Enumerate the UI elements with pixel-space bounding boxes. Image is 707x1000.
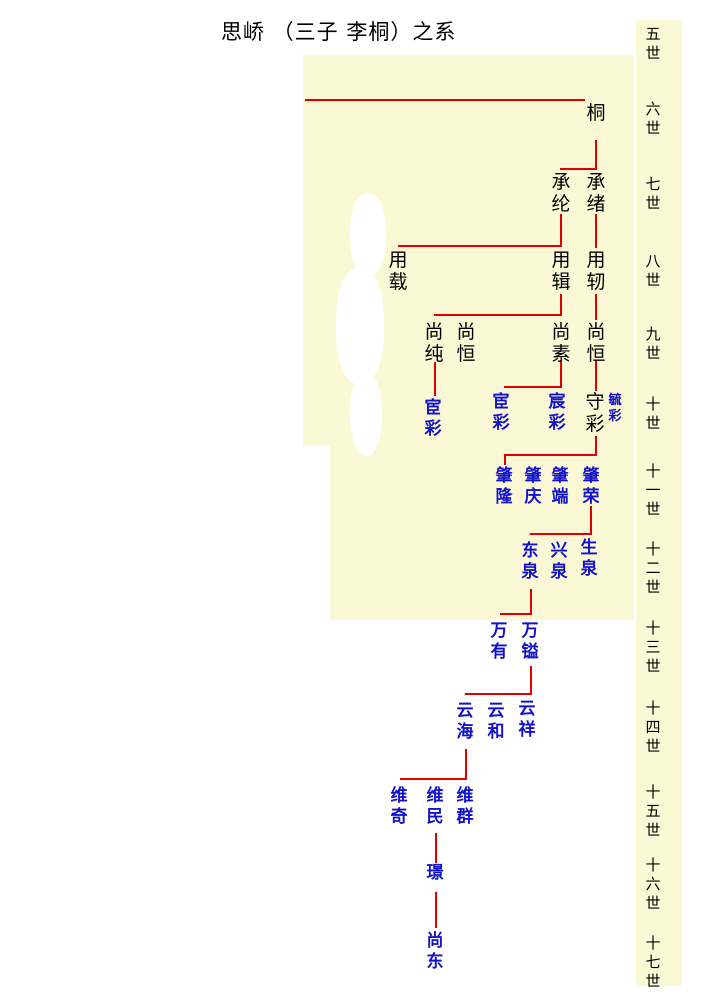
person-node: 肇庆 (524, 466, 542, 508)
person-node: 尚纯 (424, 321, 444, 365)
generation-label: 十七世 (645, 934, 661, 990)
generation-band (636, 20, 682, 986)
person-node: 用轫 (586, 249, 606, 293)
connector-line (560, 360, 562, 388)
connector-line (465, 749, 467, 780)
connector-line (500, 613, 532, 615)
person-node: 万有 (490, 621, 508, 663)
watermark-blob (336, 268, 384, 384)
generation-label: 十一世 (645, 462, 661, 518)
person-node: 兴泉 (550, 541, 568, 583)
person-node: 桐 (586, 102, 606, 124)
person-node: 璟 (426, 863, 444, 883)
connector-line (504, 454, 597, 456)
connector-line (435, 833, 437, 863)
connector-line (530, 589, 532, 615)
person-node: 用载 (388, 249, 408, 293)
connector-line (434, 314, 562, 316)
person-node: 万镒 (521, 621, 539, 663)
connector-line (530, 533, 592, 535)
person-node: 守彩 (585, 391, 605, 435)
person-node: 维群 (456, 786, 474, 828)
page-title: 思峤 （三子 李桐）之系 (221, 20, 457, 44)
person-node: 维奇 (390, 786, 408, 828)
person-node: 尚素 (551, 321, 571, 365)
connector-line (595, 140, 597, 170)
connector-line (435, 892, 437, 928)
connector-line (560, 214, 562, 247)
person-node: 肇荣 (582, 466, 600, 508)
generation-label: 十世 (645, 395, 661, 432)
generation-label: 十三世 (645, 619, 661, 675)
connector-line (400, 778, 467, 780)
connector-line (560, 294, 562, 316)
person-node: 尚恒 (456, 321, 476, 365)
connector-line (504, 454, 506, 465)
person-node: 云海 (456, 701, 474, 743)
person-node: 生泉 (580, 538, 598, 580)
connector-line (398, 245, 562, 247)
connector-line (595, 436, 597, 456)
generation-label: 十六世 (645, 856, 661, 912)
person-node: 宸彩 (548, 392, 566, 434)
connector-line (530, 666, 532, 695)
generation-label: 八世 (645, 252, 661, 289)
connector-line (595, 294, 597, 320)
watermark-blob (350, 372, 382, 456)
generation-label: 十二世 (645, 540, 661, 596)
generation-label: 九世 (645, 325, 661, 362)
connector-line (595, 360, 597, 391)
connector-line (465, 693, 532, 695)
person-node: 维民 (426, 786, 444, 828)
person-node: 毓彩 (608, 393, 622, 424)
person-node: 云和 (487, 701, 505, 743)
person-node: 肇端 (551, 466, 569, 508)
person-node: 肇隆 (495, 466, 513, 508)
generation-label: 五世 (645, 25, 661, 62)
connector-line (305, 99, 585, 101)
person-node: 尚恒 (586, 321, 606, 365)
person-node: 尚东 (426, 931, 444, 973)
generation-label: 十五世 (645, 783, 661, 839)
person-node: 承纶 (551, 171, 571, 215)
person-node: 东泉 (521, 541, 539, 583)
generation-label: 七世 (645, 175, 661, 212)
connector-line (595, 214, 597, 248)
person-node: 用辑 (551, 249, 571, 293)
generation-label: 十四世 (645, 699, 661, 755)
connector-line (434, 362, 436, 396)
connector-line (504, 386, 562, 388)
person-node: 承绪 (586, 171, 606, 215)
generation-label: 六世 (645, 100, 661, 137)
connector-line (590, 506, 592, 535)
watermark-blob (350, 193, 386, 277)
person-node: 宦彩 (424, 398, 442, 440)
person-node: 宦彩 (492, 392, 510, 434)
connector-line (560, 168, 597, 170)
person-node: 云祥 (518, 699, 536, 741)
